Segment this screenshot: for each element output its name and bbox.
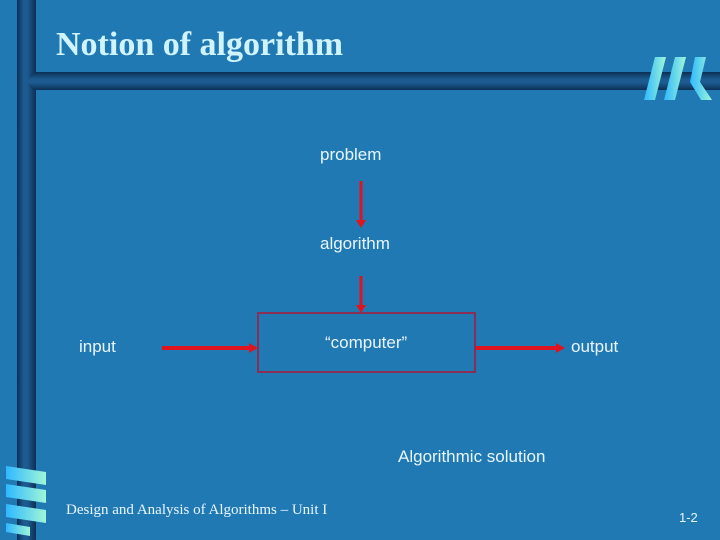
logo-stripes-icon: [644, 57, 712, 100]
arrow-problem-to-algorithm: [356, 181, 366, 228]
page-number: 1-2: [679, 510, 698, 525]
title-underline-bar: [28, 72, 720, 90]
computer-box: [257, 312, 476, 373]
arrow-input-to-computer: [162, 343, 258, 353]
bottom-left-stripes-icon: [6, 466, 46, 536]
output-label: output: [571, 337, 619, 356]
input-label: input: [79, 337, 116, 356]
computer-label: “computer”: [325, 333, 408, 352]
arrow-computer-to-output: [474, 343, 565, 353]
algorithm-label: algorithm: [320, 234, 390, 253]
algorithmic-solution-caption: Algorithmic solution: [398, 447, 546, 466]
slide-title: Notion of algorithm: [56, 26, 344, 63]
problem-label: problem: [320, 145, 382, 164]
slide-footer: Design and Analysis of Algorithms – Unit…: [66, 502, 328, 518]
left-decorative-bar: [17, 0, 36, 540]
arrow-algorithm-to-computer: [356, 276, 366, 313]
